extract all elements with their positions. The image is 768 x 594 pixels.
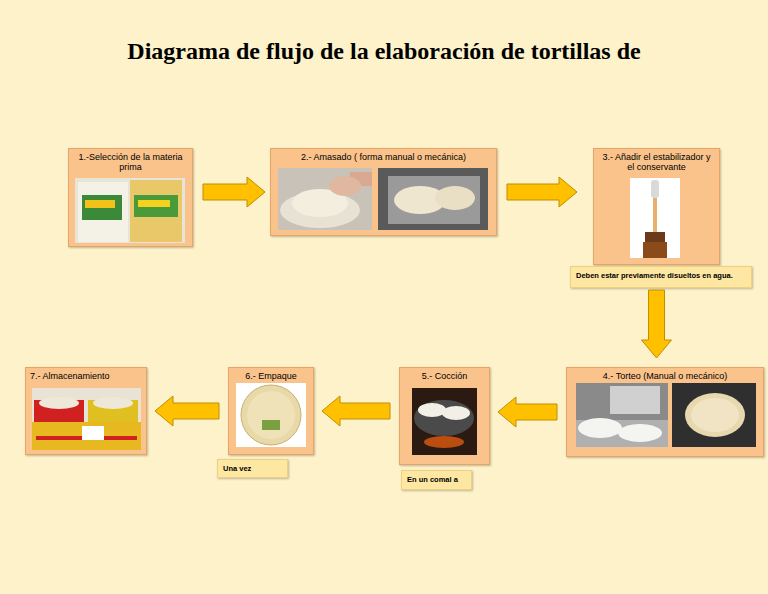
process-box: 1.-Selección de la materia prima [68, 148, 193, 247]
photo-bg [576, 383, 668, 447]
dough-disc [685, 393, 745, 437]
machine [610, 386, 660, 414]
process-box: 5.- Cocción [399, 367, 490, 465]
step-label: 6.- Empaque [229, 368, 313, 381]
dough [435, 186, 475, 210]
step-label: 5.- Cocción [400, 368, 489, 381]
flow-arrow [322, 396, 390, 426]
flour-bag [78, 182, 128, 242]
photo-bg [412, 388, 477, 455]
flow-arrow [642, 290, 672, 358]
crate-slat [36, 436, 137, 440]
crate [34, 400, 84, 422]
flow-arrow [155, 396, 219, 426]
flour-bag [130, 180, 182, 242]
tortilla-pack [93, 397, 133, 409]
tag [82, 426, 104, 440]
dough-disc [691, 398, 739, 432]
tortilla-pack [247, 391, 295, 439]
photo-bg [378, 168, 488, 230]
photo-bg [32, 388, 141, 450]
flow-arrow [203, 177, 265, 207]
kneading-photo [278, 168, 372, 230]
bag-band [82, 195, 122, 220]
tortilla [618, 424, 662, 442]
tortilla-pack [241, 385, 301, 445]
belt [576, 420, 668, 447]
flow-arrow [507, 177, 577, 207]
storage-photo [32, 388, 141, 450]
step-label: 1.-Selección de la materia prima [69, 149, 192, 173]
pack-label [262, 420, 280, 430]
note-box: En un comal a [401, 470, 472, 490]
manual-press-photo [672, 383, 756, 447]
dropper-bulb [651, 180, 659, 198]
comal [414, 400, 474, 436]
crate [88, 400, 138, 422]
note-box: Deben estar previamente disueltos en agu… [570, 266, 752, 288]
note-text: Deben estar previamente disueltos en agu… [571, 267, 751, 284]
photo-bg [278, 168, 372, 230]
hand [329, 176, 361, 196]
package-photo [236, 383, 306, 447]
mixer-photo [378, 168, 488, 230]
process-box: 2.- Amasado ( forma manual o mecánica) [270, 148, 497, 236]
crate [32, 422, 141, 450]
tortilla [578, 418, 622, 438]
step-label: 3.- Añadir el estabilizador y el conserv… [594, 149, 719, 173]
process-box: 6.- Empaque [228, 367, 314, 455]
dropper-tube [653, 198, 657, 232]
process-box: 7.- Almacenamiento [25, 367, 147, 455]
photo-bg [236, 383, 306, 447]
process-box: 4.- Torteo (Manual o mecánico) [566, 367, 764, 457]
step-label: 2.- Amasado ( forma manual o mecánica) [271, 149, 496, 162]
process-box: 3.- Añadir el estabilizador y el conserv… [593, 148, 720, 265]
bag-logo [138, 200, 170, 207]
photo-bg [75, 178, 185, 243]
mixer-bowl [388, 176, 480, 224]
note-text: En un comal a [402, 471, 471, 488]
bottle-cap [645, 232, 665, 242]
press-photo [576, 383, 668, 447]
flow-arrow [498, 397, 557, 427]
photo-bg [630, 178, 680, 258]
flame [424, 436, 464, 448]
arm [350, 172, 372, 186]
dough [394, 186, 446, 214]
bowl [280, 192, 360, 228]
dough [292, 189, 348, 217]
note-text: Una vez [218, 460, 287, 477]
tortilla-pack [39, 397, 79, 409]
comal-photo [412, 388, 477, 455]
tortilla [442, 406, 470, 420]
tortilla [418, 403, 446, 417]
step-label: 4.- Torteo (Manual o mecánico) [567, 368, 763, 381]
step-label: 7.- Almacenamiento [26, 368, 146, 381]
dropper-photo [630, 178, 680, 258]
diagram-title: Diagrama de flujo de la elaboración de t… [0, 38, 768, 65]
bag-band [134, 195, 178, 217]
bag-logo [85, 200, 115, 208]
bottle [643, 242, 667, 258]
note-box: Una vez [217, 459, 288, 478]
photo-bg [672, 383, 756, 447]
maize-flour-photo [75, 178, 185, 243]
